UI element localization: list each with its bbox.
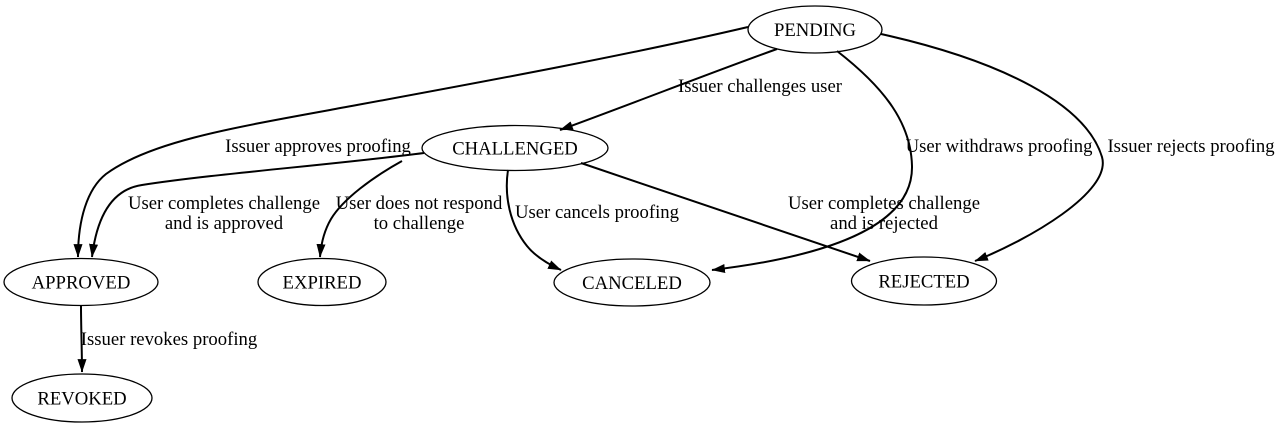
node-pending-label: PENDING <box>774 20 856 41</box>
edge-label-challenged-rejected-line2: and is rejected <box>830 213 939 234</box>
node-rejected-label: REJECTED <box>878 272 969 293</box>
edge-pending-challenged <box>559 48 778 131</box>
node-approved-shape <box>3 257 159 307</box>
node-revoked-shape <box>11 373 153 423</box>
node-challenged: CHALLENGED <box>421 124 609 172</box>
node-expired: EXPIRED <box>257 257 387 307</box>
node-rejected-shape <box>850 256 998 306</box>
node-pending-shape <box>747 5 883 54</box>
edge-label-challenged-expired-line1: User does not respond <box>336 193 503 214</box>
edge-challenged-canceled <box>505 169 562 271</box>
edge-label-challenged-expired-line2: to challenge <box>374 213 465 234</box>
edge-label-challenged-approved-line2: and is approved <box>165 213 284 234</box>
node-rejected: REJECTED <box>850 256 998 306</box>
node-canceled-label: CANCELED <box>582 273 682 294</box>
node-canceled-shape <box>553 258 711 307</box>
edge-label-approved-revoked: Issuer revokes proofing <box>81 329 257 350</box>
edge-pending-rejected <box>880 33 1104 262</box>
node-revoked-label: REVOKED <box>37 389 126 410</box>
edge-label-pending-rejected: Issuer rejects proofing <box>1107 136 1274 157</box>
edge-label-pending-approved: Issuer approves proofing <box>225 136 411 157</box>
edge-approved-revoked <box>77 305 87 373</box>
node-pending: PENDING <box>747 5 883 54</box>
node-challenged-label: CHALLENGED <box>452 139 578 160</box>
edge-pending-approved <box>73 26 749 258</box>
node-approved-label: APPROVED <box>32 273 131 294</box>
edge-label-pending-challenged: Issuer challenges user <box>678 76 843 97</box>
node-expired-shape <box>257 257 387 307</box>
edges <box>73 26 1104 373</box>
edge-challenged-approved <box>89 152 425 258</box>
node-canceled: CANCELED <box>553 258 711 307</box>
node-revoked: REVOKED <box>11 373 153 423</box>
edge-label-challenged-canceled: User cancels proofing <box>515 202 679 223</box>
edge-challenged-rejected <box>580 162 871 262</box>
edge-labels: Issuer challenges user Issuer approves p… <box>81 76 1275 350</box>
edge-label-challenged-approved-line1: User completes challenge <box>128 193 320 214</box>
node-approved: APPROVED <box>3 257 159 307</box>
edge-label-pending-canceled: User withdraws proofing <box>906 136 1093 157</box>
edge-label-challenged-rejected-line1: User completes challenge <box>788 193 980 214</box>
edge-pending-canceled <box>711 50 914 273</box>
node-challenged-shape <box>421 124 609 172</box>
edge-challenged-expired <box>316 160 403 258</box>
node-expired-label: EXPIRED <box>283 273 362 294</box>
